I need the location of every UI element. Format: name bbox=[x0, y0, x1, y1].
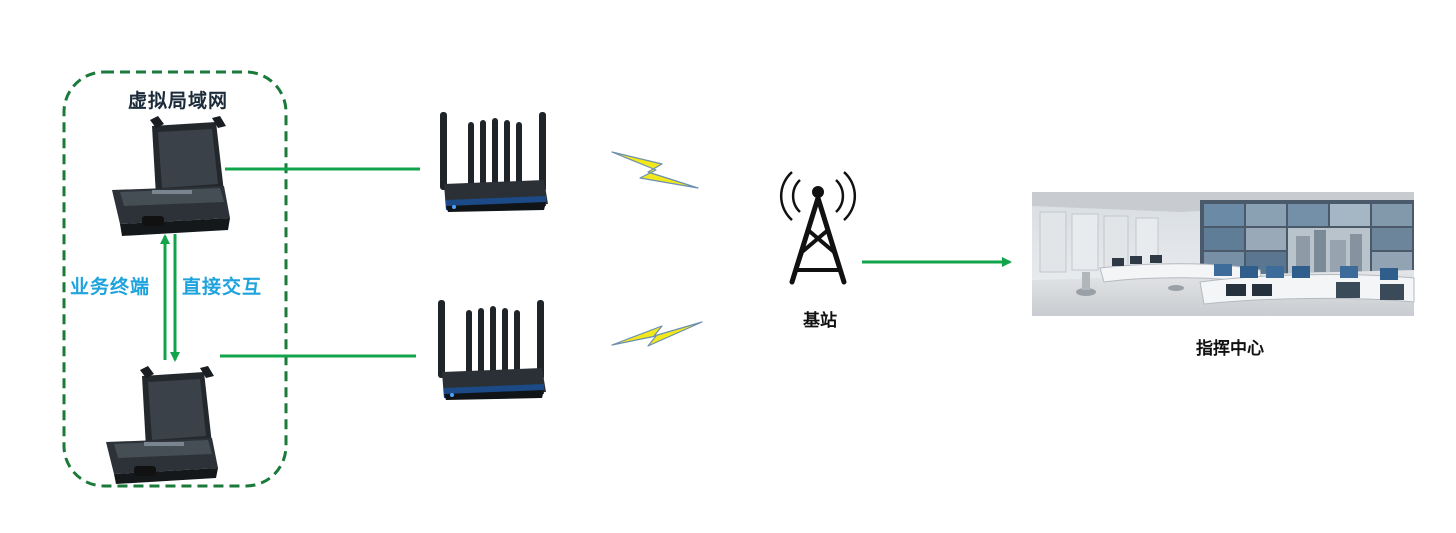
wireless-bolt-top-icon bbox=[611, 151, 699, 189]
terminal-bottom-icon bbox=[106, 366, 218, 484]
router-bottom-icon bbox=[438, 300, 546, 400]
terminal-top-icon bbox=[112, 116, 230, 236]
direct-interaction-label: 直接交互 bbox=[182, 276, 263, 298]
base-station-label: 基站 bbox=[803, 311, 837, 331]
command-center-photo bbox=[1032, 192, 1415, 316]
command-center-label: 指挥中心 bbox=[1196, 339, 1264, 359]
wireless-bolt-bottom-icon bbox=[611, 321, 703, 347]
virtual-lan-boundary bbox=[62, 70, 288, 488]
lan-title: 虚拟局域网 bbox=[127, 90, 228, 112]
router-top-icon bbox=[440, 112, 548, 212]
cell-tower-icon bbox=[779, 171, 857, 285]
business-terminal-label: 业务终端 bbox=[70, 276, 151, 298]
